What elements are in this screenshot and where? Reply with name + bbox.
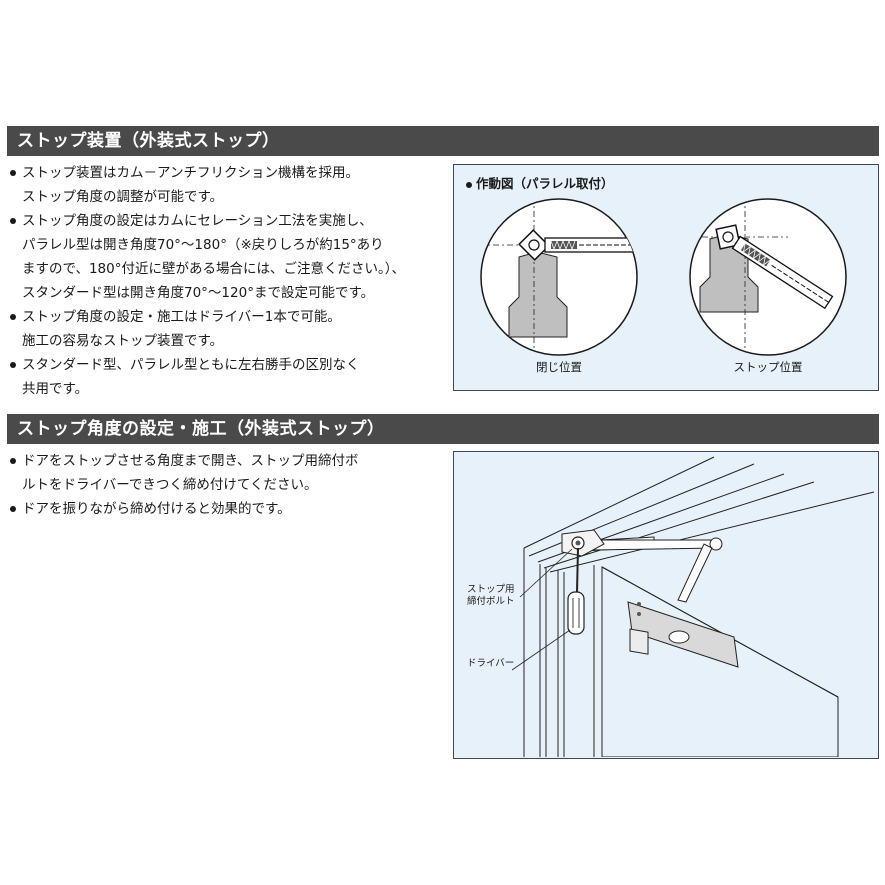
stop-bolt-callout: ストップ用 締付ボルト — [467, 584, 515, 608]
figure-title: 作動図（パラレル取付） — [466, 173, 614, 192]
bullet-item: ストップ装置はカム－アンチフリクション機構を採用。 ストップ角度の調整が可能です… — [9, 161, 434, 209]
bullet-line: 施工の容易なストップ装置です。 — [22, 333, 224, 349]
operation-diagram-figure: 作動図（パラレル取付） 閉じ位置 — [453, 164, 879, 391]
bullet-item: スタンダード型、パラレル型ともに左右勝手の区別なく 共用です。 — [9, 353, 434, 401]
bullet-item: ドアをストップさせる角度まで開き、ストップ用締付ボ ルトをドライバーできつく締め… — [9, 449, 434, 497]
bullet-line: ストップ角度の調整が可能です。 — [22, 189, 224, 205]
stop-angle-setting-bullets: ドアをストップさせる角度まで開き、ストップ用締付ボ ルトをドライバーできつく締め… — [9, 449, 434, 521]
figure-title-text: 作動図（パラレル取付） — [476, 176, 614, 191]
bullet-line: ドアを振りながら締め付けると効果的です。 — [22, 501, 291, 517]
bullet-line: 共用です。 — [22, 381, 89, 397]
bullet-line: ドアをストップさせる角度まで開き、ストップ用締付ボ — [22, 453, 359, 469]
bullet-line: ルトをドライバーできつく締め付けてください。 — [22, 477, 318, 493]
bullet-line: ストップ角度の設定・施工はドライバー1本で可能。 — [22, 309, 341, 325]
closed-position-caption: 閉じ位置 — [536, 360, 582, 374]
screwdriver-callout: ドライバー — [467, 658, 515, 669]
stop-device-bullets: ストップ装置はカム－アンチフリクション機構を採用。 ストップ角度の調整が可能です… — [9, 161, 434, 401]
stop-position-diagram — [689, 198, 847, 356]
bullet-line: ストップ装置はカム－アンチフリクション機構を採用。 — [22, 165, 359, 181]
bullet-line: スタンダード型は開き角度70°～120°まで設定可能です。 — [22, 285, 375, 301]
callout-line: 締付ボルト — [467, 596, 515, 607]
section-header-stop-device: ストップ装置（外装式ストップ） — [7, 126, 879, 156]
bullet-line: パラレル型は開き角度70°～180°（※戻りしろが約15°あり — [22, 237, 384, 253]
callout-line: ストップ用 — [467, 584, 515, 595]
bullet-dot-icon — [466, 181, 472, 188]
bullet-item: ストップ角度の設定はカムにセレーション工法を実施し、 パラレル型は開き角度70°… — [9, 209, 434, 305]
installation-illustration-figure: ストップ用 締付ボルト ドライバー — [453, 451, 879, 759]
bullet-item: ストップ角度の設定・施工はドライバー1本で可能。 施工の容易なストップ装置です。 — [9, 305, 434, 353]
section-header-stop-angle-setting: ストップ角度の設定・施工（外装式ストップ） — [7, 414, 879, 444]
bullet-line: ストップ角度の設定はカムにセレーション工法を実施し、 — [22, 213, 373, 229]
stop-position-caption: ストップ位置 — [733, 360, 803, 374]
bullet-line: スタンダード型、パラレル型ともに左右勝手の区別なく — [22, 357, 360, 373]
door-closer-installation-drawing — [511, 456, 875, 757]
closed-position-diagram — [480, 198, 638, 356]
bullet-line: ますので、180°付近に壁がある場合には、ご注意ください。）、 — [22, 261, 405, 277]
bullet-item: ドアを振りながら締め付けると効果的です。 — [9, 497, 434, 521]
